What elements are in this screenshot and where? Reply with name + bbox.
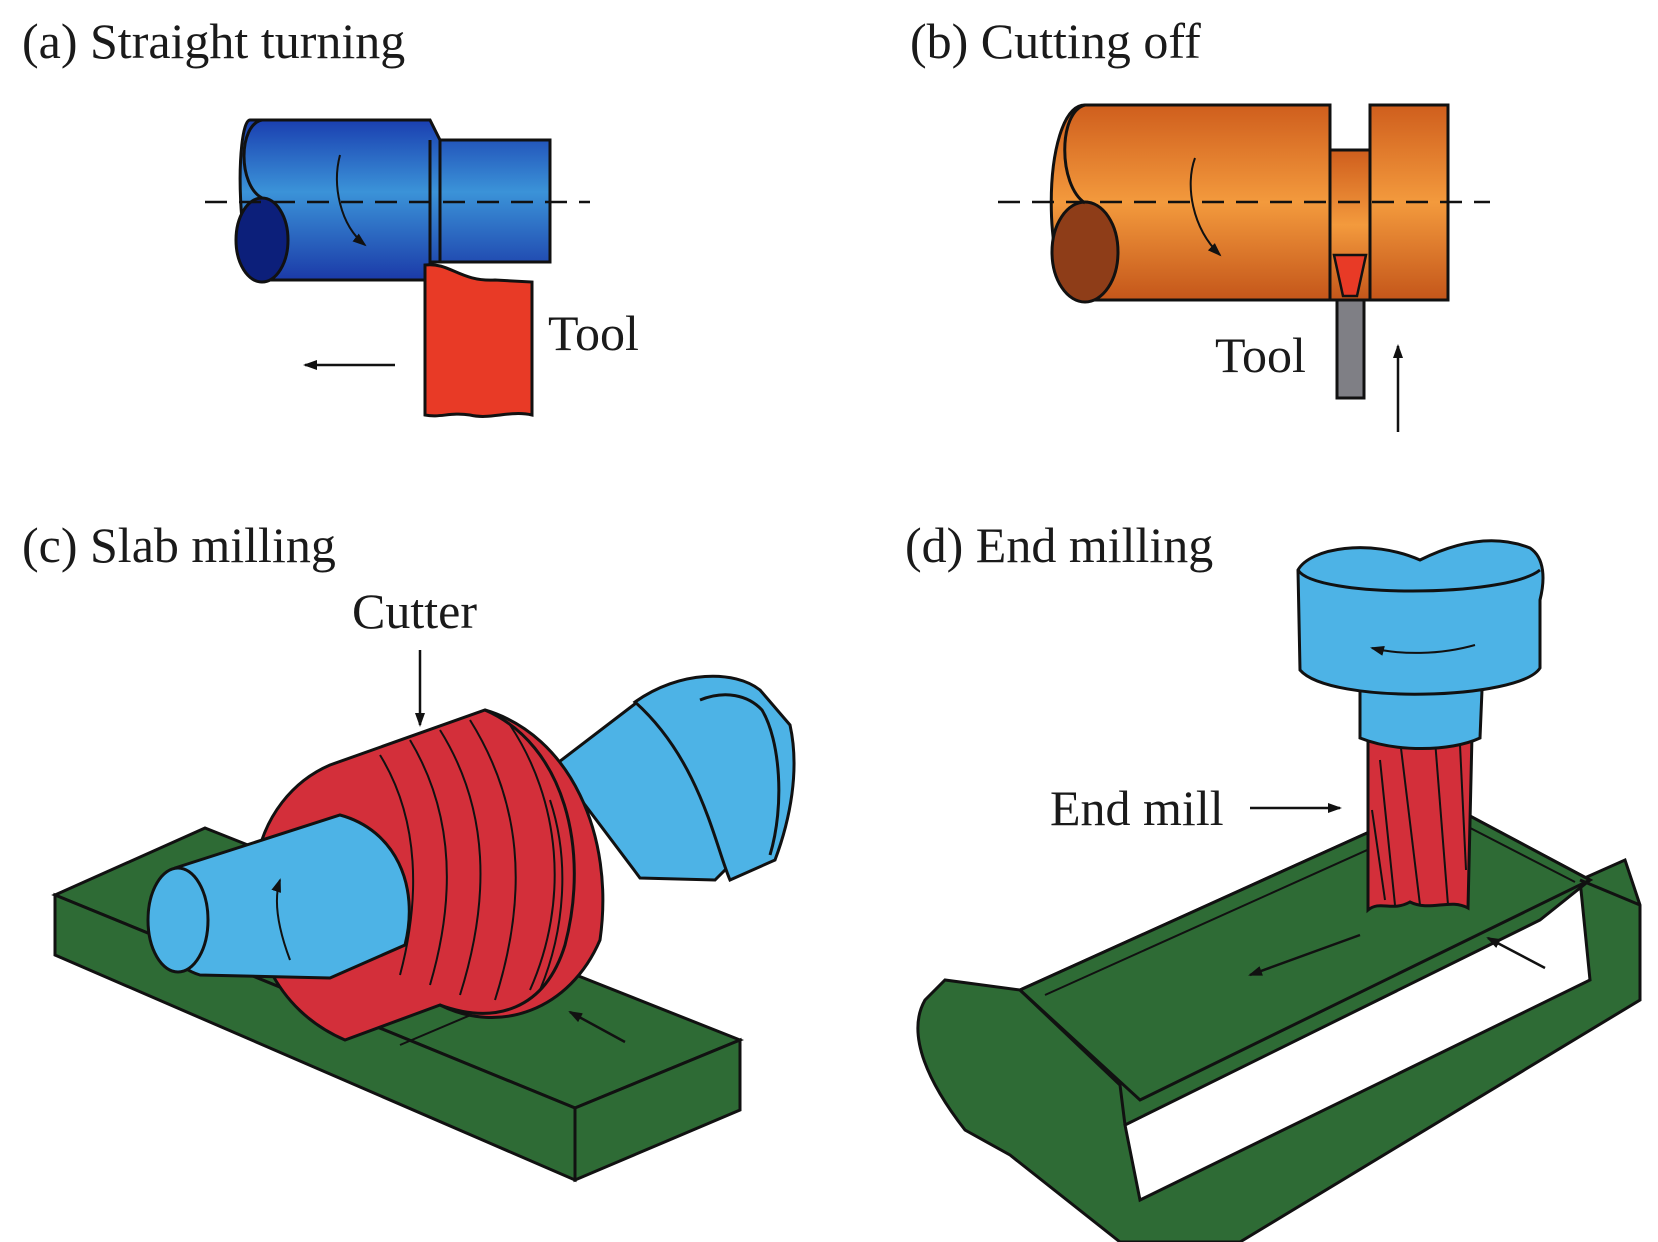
end-mill-workpiece — [916, 798, 1642, 1242]
panel-c-title: (c) Slab milling — [22, 517, 336, 573]
panel-b: (b) Cutting off Tool — [910, 13, 1490, 432]
end-mill-spindle — [1296, 539, 1545, 750]
cutoff-workpiece — [1049, 103, 1450, 304]
turning-workpiece — [234, 118, 552, 284]
panel-b-title: (b) Cutting off — [910, 13, 1201, 69]
panel-d-title: (d) End milling — [905, 517, 1213, 573]
slab-feed-arrow — [568, 1010, 626, 1044]
cutoff-tool — [1332, 253, 1368, 400]
turning-tool — [423, 263, 534, 418]
slab-arbor-rear — [552, 674, 796, 882]
cutoff-tool-label: Tool — [1215, 327, 1306, 383]
slab-cutter-label: Cutter — [352, 583, 477, 639]
end-mill-feed-arrow-1 — [1248, 933, 1361, 977]
panel-a: (a) Straight turning Tool — [22, 13, 639, 418]
panel-d: (d) End milling End mill — [905, 517, 1642, 1242]
end-mill-feed-arrow-2 — [1486, 936, 1546, 970]
panel-a-title: (a) Straight turning — [22, 13, 405, 69]
end-mill-cutter — [1366, 733, 1474, 914]
slab-arbor-front — [146, 813, 411, 980]
panel-c: (c) Slab milling Cut — [22, 517, 796, 1183]
turning-tool-label: Tool — [548, 305, 639, 361]
end-mill-label: End mill — [1050, 780, 1224, 836]
